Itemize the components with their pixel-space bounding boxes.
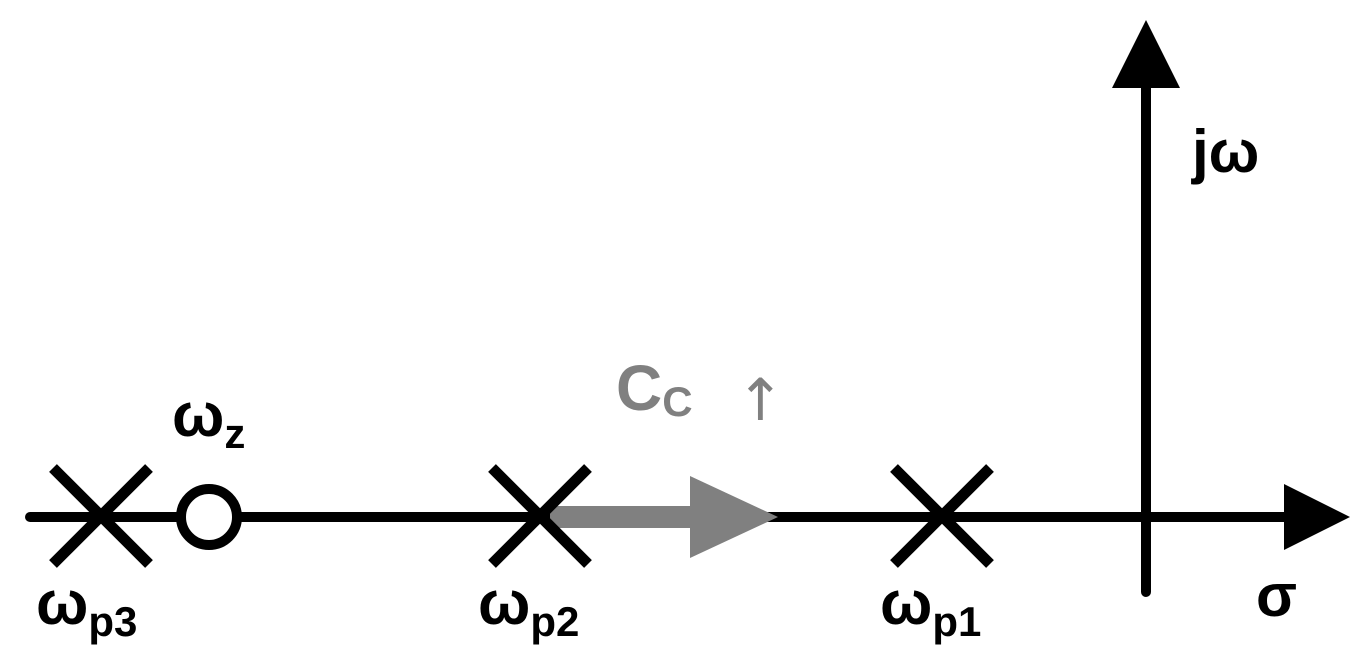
pole-p1-label: ωp1 <box>880 569 981 645</box>
pole-p2-subscript: p2 <box>530 598 579 645</box>
sigma-axis-arrowhead <box>1284 484 1350 550</box>
pole-p3-marker <box>49 464 153 568</box>
pole-p1-subscript: p1 <box>932 598 981 645</box>
pole-p3-subscript: p3 <box>88 598 137 645</box>
pole-p2-symbol: ω <box>478 569 530 638</box>
pole-p1-symbol: ω <box>880 569 932 638</box>
cc-annotation-label: CC <box>616 352 693 425</box>
pole-p3-label: ωp3 <box>36 569 137 645</box>
cc-symbol: C <box>616 352 662 424</box>
pole-p1-marker <box>890 464 994 568</box>
pole-p3-symbol: ω <box>36 569 88 638</box>
cc-increase-arrow: ↑ <box>736 366 785 434</box>
jw-axis-arrowhead <box>1112 20 1180 88</box>
pole-movement-arrowhead <box>690 476 778 558</box>
zero-z-label: ωz <box>172 381 245 457</box>
zero-z-marker <box>176 484 242 550</box>
pole-p2-label: ωp2 <box>478 569 579 645</box>
cc-subscript: C <box>662 378 692 425</box>
pole-p2-marker <box>488 464 592 568</box>
jw-axis-label: jω <box>1191 118 1259 185</box>
sigma-axis-label: σ <box>1256 562 1297 629</box>
zero-z-subscript: z <box>224 410 245 457</box>
zero-z-symbol: ω <box>172 381 224 450</box>
